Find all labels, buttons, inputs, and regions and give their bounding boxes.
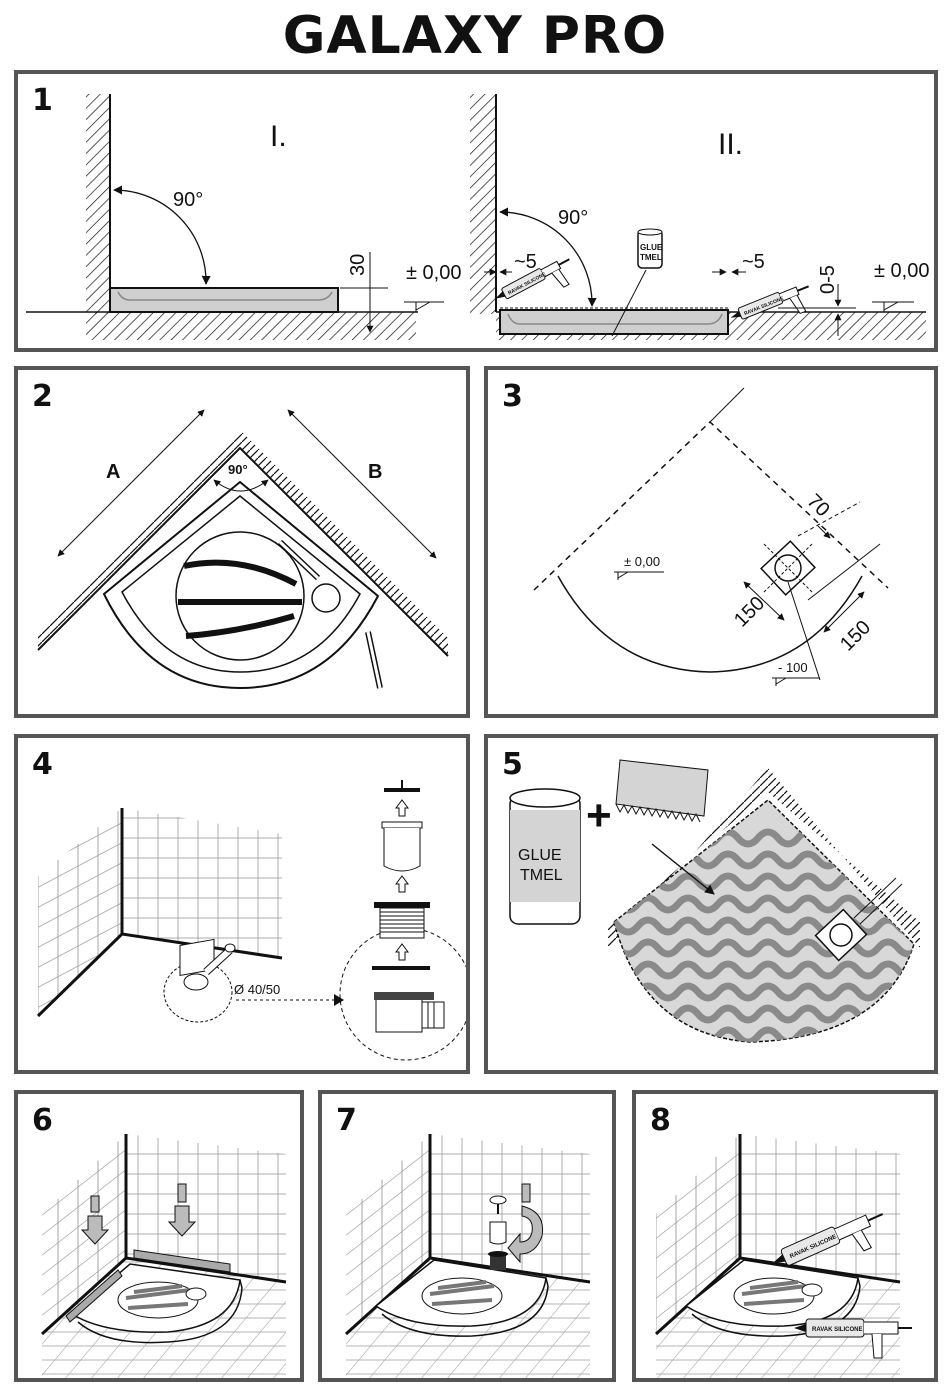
step-4-panel: 4 Ø 40/50 bbox=[14, 734, 470, 1074]
drain-assembly bbox=[372, 780, 445, 1033]
angle-label: 90° bbox=[558, 207, 588, 229]
press-down-arrow-icon bbox=[167, 1183, 197, 1237]
press-down-arrow-icon bbox=[80, 1195, 110, 1245]
insert-arrow-icon bbox=[507, 1183, 544, 1264]
part-label: I. bbox=[270, 120, 287, 153]
angle-label: 90° bbox=[228, 462, 248, 477]
tiled-wall bbox=[126, 1134, 286, 1282]
dimension-b bbox=[287, 409, 437, 559]
glue-label: TMEL bbox=[520, 867, 563, 884]
step-3-panel: 3 70 150 150 ± 0,00 - 100 bbox=[484, 366, 938, 718]
step-1-diagram: 90° I. 30 ± 0,00 90° II. ~5 ~5 GLU bbox=[26, 94, 929, 340]
step-8-panel: 8 RAVAK SILICONE RA bbox=[632, 1090, 938, 1382]
tiled-wall bbox=[38, 808, 122, 1016]
silicone-label: RAVAK SILICONE bbox=[812, 1327, 862, 1333]
drain-parts bbox=[488, 1195, 508, 1270]
drain-position bbox=[814, 877, 903, 962]
angle-arc bbox=[213, 479, 269, 492]
angle-arc bbox=[499, 207, 597, 307]
step-6-panel: 6 bbox=[14, 1090, 304, 1382]
level-label: ± 0,00 bbox=[406, 262, 461, 284]
step-1-panel: 1 90° I. 30 ± 0,00 9 bbox=[14, 70, 938, 352]
page-title: GALAXY PRO bbox=[282, 6, 668, 66]
step-number: 7 bbox=[336, 1103, 357, 1138]
step-5-panel: 5 GLUE TMEL + bbox=[484, 734, 938, 1074]
dimension-b-label: B bbox=[368, 461, 382, 483]
wall-hatch bbox=[86, 94, 110, 314]
part-label: II. bbox=[718, 128, 743, 161]
drain-icon bbox=[175, 531, 305, 661]
tiled-wall bbox=[740, 1134, 900, 1282]
shower-tray bbox=[499, 309, 729, 335]
step-4-diagram: Ø 40/50 bbox=[36, 780, 466, 1061]
glue-label: GLUE bbox=[640, 243, 663, 252]
tray-outline bbox=[533, 420, 889, 591]
step-number: 5 bbox=[502, 747, 523, 782]
dimension-70-label: 70 bbox=[802, 490, 833, 521]
step-number: 8 bbox=[650, 1103, 671, 1138]
notched-trowel-icon bbox=[615, 759, 709, 823]
pencil-icon bbox=[277, 539, 383, 689]
gap-dimension-left: ~5 bbox=[484, 251, 537, 276]
shower-tray bbox=[102, 480, 380, 690]
depth-label: - 100 bbox=[778, 660, 808, 675]
step-number: 2 bbox=[32, 379, 53, 414]
step-5-diagram: GLUE TMEL + bbox=[509, 759, 920, 1043]
step-6-diagram bbox=[40, 1134, 287, 1378]
spirit-level-icon bbox=[65, 1249, 231, 1323]
step-3-diagram: 70 150 150 ± 0,00 - 100 bbox=[533, 387, 889, 686]
height-label: 30 bbox=[347, 254, 369, 276]
angle-label: 90° bbox=[173, 189, 203, 211]
gap-label: ~5 bbox=[742, 251, 765, 273]
dimension-a bbox=[57, 409, 205, 557]
angle-arc bbox=[113, 185, 211, 285]
gap-label: ~5 bbox=[514, 251, 537, 273]
tiled-wall bbox=[656, 1134, 740, 1334]
drain-position bbox=[760, 540, 816, 596]
glue-jar-icon: GLUE TMEL bbox=[611, 228, 663, 337]
range-label: 0-5 bbox=[817, 265, 839, 294]
level-label: ± 0,00 bbox=[624, 554, 660, 569]
tiled-wall bbox=[42, 1134, 126, 1334]
dimension-150-label: 150 bbox=[836, 616, 875, 655]
step-8-diagram: RAVAK SILICONE RAVAK SILICONE bbox=[654, 1134, 912, 1378]
floor-hatch bbox=[86, 312, 416, 340]
shower-tray bbox=[374, 1259, 547, 1327]
step-2-panel: 2 90° A B bbox=[14, 366, 470, 718]
step-number: 6 bbox=[32, 1103, 53, 1138]
dimension-150-label: 150 bbox=[730, 592, 769, 631]
tiled-wall bbox=[430, 1134, 590, 1282]
pointer-arrow bbox=[651, 843, 715, 895]
silicone-gun-icon: RAVAK SILICONE bbox=[794, 1318, 912, 1359]
floor-drain bbox=[163, 938, 236, 1023]
plus-sign: + bbox=[586, 791, 612, 840]
glue-label: GLUE bbox=[518, 847, 562, 864]
step-number: 3 bbox=[502, 379, 523, 414]
tiled-wall bbox=[122, 808, 282, 958]
step-7-diagram bbox=[344, 1134, 591, 1378]
step-number: 1 bbox=[32, 83, 53, 118]
step-number: 4 bbox=[32, 747, 53, 782]
step-2-diagram: 90° A B bbox=[37, 409, 449, 690]
shower-tray bbox=[684, 1259, 859, 1327]
pipe-size-label: Ø 40/50 bbox=[234, 982, 280, 997]
level-label: ± 0,00 bbox=[874, 260, 929, 282]
tiled-wall bbox=[346, 1134, 430, 1334]
step-7-panel: 7 bbox=[318, 1090, 616, 1382]
glue-jar-icon: GLUE TMEL bbox=[509, 788, 581, 925]
wall-hatch bbox=[470, 94, 496, 314]
dimension-a-label: A bbox=[106, 461, 120, 483]
gap-dimension-right: ~5 bbox=[712, 251, 765, 276]
glue-label: TMEL bbox=[640, 253, 662, 262]
